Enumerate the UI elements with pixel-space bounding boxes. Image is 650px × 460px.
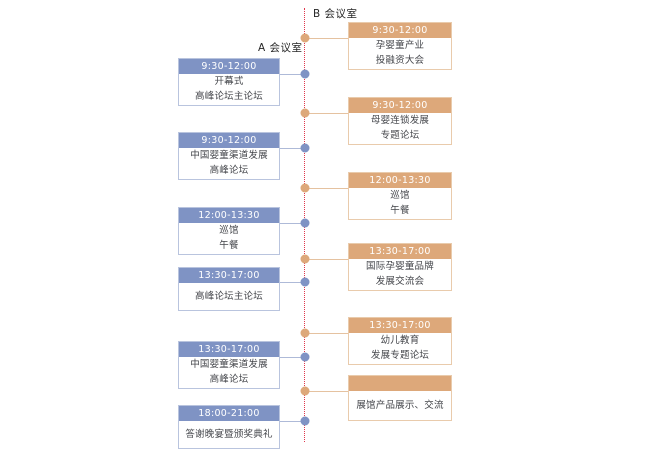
event-title-line: 巡馆 [390, 190, 410, 201]
event-time: 12:00-13:30 [349, 173, 451, 188]
event-title: 巡馆午餐 [349, 188, 451, 219]
event-time: 13:30-17:00 [349, 318, 451, 333]
timeline-dot [300, 108, 310, 118]
event-title-line: 答谢晚宴暨颁奖典礼 [185, 428, 273, 440]
event-title-line: 高峰论坛主论坛 [195, 290, 263, 302]
connector-stem [280, 421, 301, 422]
connector-stem [309, 113, 348, 114]
event-time [349, 376, 451, 391]
event-title-line: 高峰论坛主论坛 [195, 91, 263, 102]
timeline-dot [300, 69, 310, 79]
connector-stem [280, 148, 301, 149]
event-title-line: 巡馆 [219, 225, 239, 236]
event-title: 中国婴童渠道发展高峰论坛 [179, 148, 279, 179]
event-title-line: 展馆产品展示、交流 [356, 399, 444, 411]
connector-stem [280, 74, 301, 75]
event-card[interactable]: 18:00-21:00 答谢晚宴暨颁奖典礼 [178, 405, 280, 449]
event-time: 13:30-17:00 [179, 268, 279, 283]
event-title-line: 投融资大会 [375, 55, 425, 66]
timeline-dot [300, 328, 310, 338]
connector-stem [309, 259, 348, 260]
event-title-line: 中国婴童渠道发展 [190, 150, 268, 161]
column-label-room-a: A 会议室 [258, 42, 303, 54]
event-title: 开幕式高峰论坛主论坛 [179, 74, 279, 105]
event-title-line: 发展交流会 [375, 276, 425, 287]
connector-stem [309, 38, 348, 39]
event-time: 9:30-12:00 [349, 98, 451, 113]
timeline-dot [300, 218, 310, 228]
event-title: 母婴连锁发展专题论坛 [349, 113, 451, 144]
event-title: 巡馆午餐 [179, 223, 279, 254]
column-label-room-b: B 会议室 [313, 8, 358, 20]
event-title-line: 国际孕婴童品牌 [366, 261, 434, 272]
event-time: 12:00-13:30 [179, 208, 279, 223]
timeline-dot [300, 183, 310, 193]
timeline-dot [300, 33, 310, 43]
event-time: 13:30-17:00 [349, 244, 451, 259]
connector-stem [280, 223, 301, 224]
event-title: 国际孕婴童品牌发展交流会 [349, 259, 451, 290]
connector-stem [280, 282, 301, 283]
event-title-line: 高峰论坛 [209, 374, 249, 385]
event-title-line: 孕婴童产业 [375, 40, 425, 51]
timeline-dot [300, 352, 310, 362]
event-time: 18:00-21:00 [179, 406, 279, 421]
event-title: 孕婴童产业投融资大会 [349, 38, 451, 69]
event-title-line: 发展专题论坛 [370, 350, 430, 361]
event-title: 幼儿教育发展专题论坛 [349, 333, 451, 364]
event-card[interactable]: 13:30-17:00 高峰论坛主论坛 [178, 267, 280, 311]
timeline-dot [300, 277, 310, 287]
timeline-dot [300, 416, 310, 426]
connector-stem [309, 391, 348, 392]
event-title-line: 母婴连锁发展 [370, 115, 430, 126]
event-title: 高峰论坛主论坛 [179, 283, 279, 310]
event-card[interactable]: 展馆产品展示、交流 [348, 375, 452, 421]
timeline-dot [300, 254, 310, 264]
timeline-dot [300, 386, 310, 396]
event-title: 答谢晚宴暨颁奖典礼 [179, 421, 279, 448]
connector-stem [280, 357, 301, 358]
event-title-line: 午餐 [390, 205, 410, 216]
event-title: 展馆产品展示、交流 [349, 391, 451, 420]
event-title-line: 幼儿教育 [380, 335, 420, 346]
connector-stem [309, 333, 348, 334]
event-time: 13:30-17:00 [179, 342, 279, 357]
event-time: 9:30-12:00 [179, 59, 279, 74]
event-title: 中国婴童渠道发展高峰论坛 [179, 357, 279, 388]
timeline-dot [300, 143, 310, 153]
connector-stem [309, 188, 348, 189]
event-time: 9:30-12:00 [349, 23, 451, 38]
event-title-line: 中国婴童渠道发展 [190, 359, 268, 370]
event-title-line: 专题论坛 [380, 130, 420, 141]
event-title-line: 开幕式 [214, 76, 244, 87]
event-time: 9:30-12:00 [179, 133, 279, 148]
event-title-line: 午餐 [219, 240, 239, 251]
event-title-line: 高峰论坛 [209, 165, 249, 176]
